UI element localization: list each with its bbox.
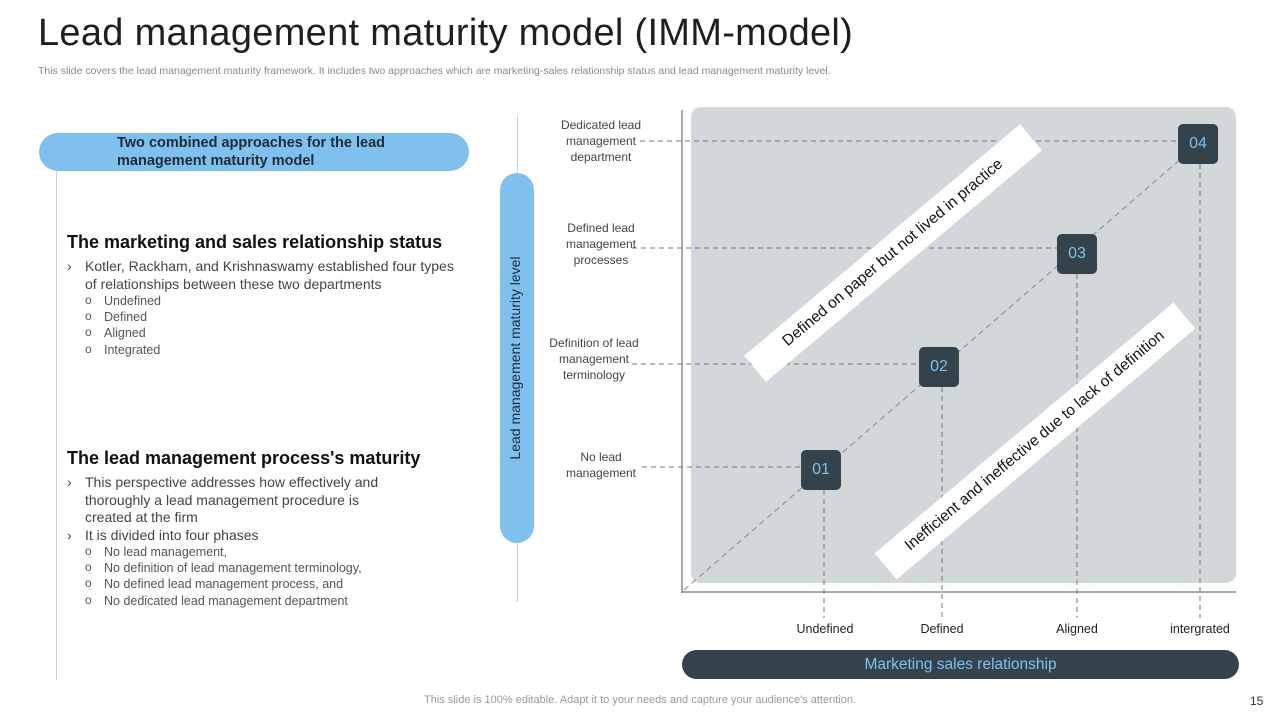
- circle-bullet-icon: o: [85, 544, 92, 558]
- bullet-text: It is divided into four phases: [85, 526, 259, 543]
- page-number: 15: [1250, 694, 1264, 708]
- circle-bullet-icon: o: [85, 592, 92, 607]
- circle-bullet-icon: o: [85, 341, 92, 356]
- chevron-right-icon: ›: [67, 258, 72, 274]
- stage-badge: 04: [1178, 124, 1218, 164]
- section-relationship-status: The marketing and sales relationship sta…: [67, 232, 487, 358]
- circle-bullet-icon: o: [85, 325, 92, 340]
- circle-bullet-icon: o: [85, 293, 92, 307]
- stage-badge: 01: [801, 450, 841, 490]
- chevron-right-icon: ›: [67, 526, 72, 543]
- x-level-label: intergrated: [1170, 622, 1230, 636]
- approaches-banner: [39, 133, 469, 171]
- page-title: Lead management maturity model (IMM-mode…: [38, 12, 854, 54]
- x-level-label: Defined: [920, 622, 964, 636]
- x-axis-title-pill: [682, 650, 1239, 679]
- y-level-label: Defined lead management processes: [565, 221, 637, 267]
- approaches-banner-label: Two combined approaches for the lead man…: [117, 135, 386, 169]
- y-level-label: Dedicated lead management department: [560, 118, 642, 164]
- circle-bullet-icon: o: [85, 309, 92, 324]
- x-level-label: Undefined: [796, 622, 854, 636]
- y-level-label: No lead management: [565, 450, 637, 480]
- section-heading: The marketing and sales relationship sta…: [67, 232, 443, 252]
- section-heading: The lead management process's maturity: [67, 448, 421, 468]
- y-axis-title-pill: [500, 173, 534, 543]
- x-axis-title: Marketing sales relationship: [864, 656, 1057, 673]
- bullet-item: › This perspective addresses how effecti…: [67, 474, 405, 527]
- bullet-item: › Kotler, Rackham, and Krishnaswamy esta…: [67, 258, 455, 293]
- circle-bullet-icon: o: [85, 560, 92, 575]
- bullet-text: Kotler, Rackham, and Krishnaswamy establ…: [85, 258, 454, 292]
- section-process-maturity: The lead management process's maturity ›…: [67, 448, 487, 609]
- bullet-item: › It is divided into four phases: [67, 527, 445, 545]
- stage-badge: 03: [1057, 234, 1097, 274]
- footer-note: This slide is 100% editable. Adapt it to…: [424, 694, 856, 706]
- circle-bullet-icon: o: [85, 576, 92, 591]
- x-level-label: Aligned: [1056, 622, 1098, 636]
- bullet-text: This perspective addresses how effective…: [85, 474, 379, 525]
- page-subtitle: This slide covers the lead management ma…: [38, 65, 831, 77]
- chevron-right-icon: ›: [67, 474, 72, 490]
- left-divider-line: [56, 150, 57, 680]
- y-level-label: Definition of lead management terminolog…: [549, 336, 639, 382]
- stage-badge: 02: [919, 347, 959, 387]
